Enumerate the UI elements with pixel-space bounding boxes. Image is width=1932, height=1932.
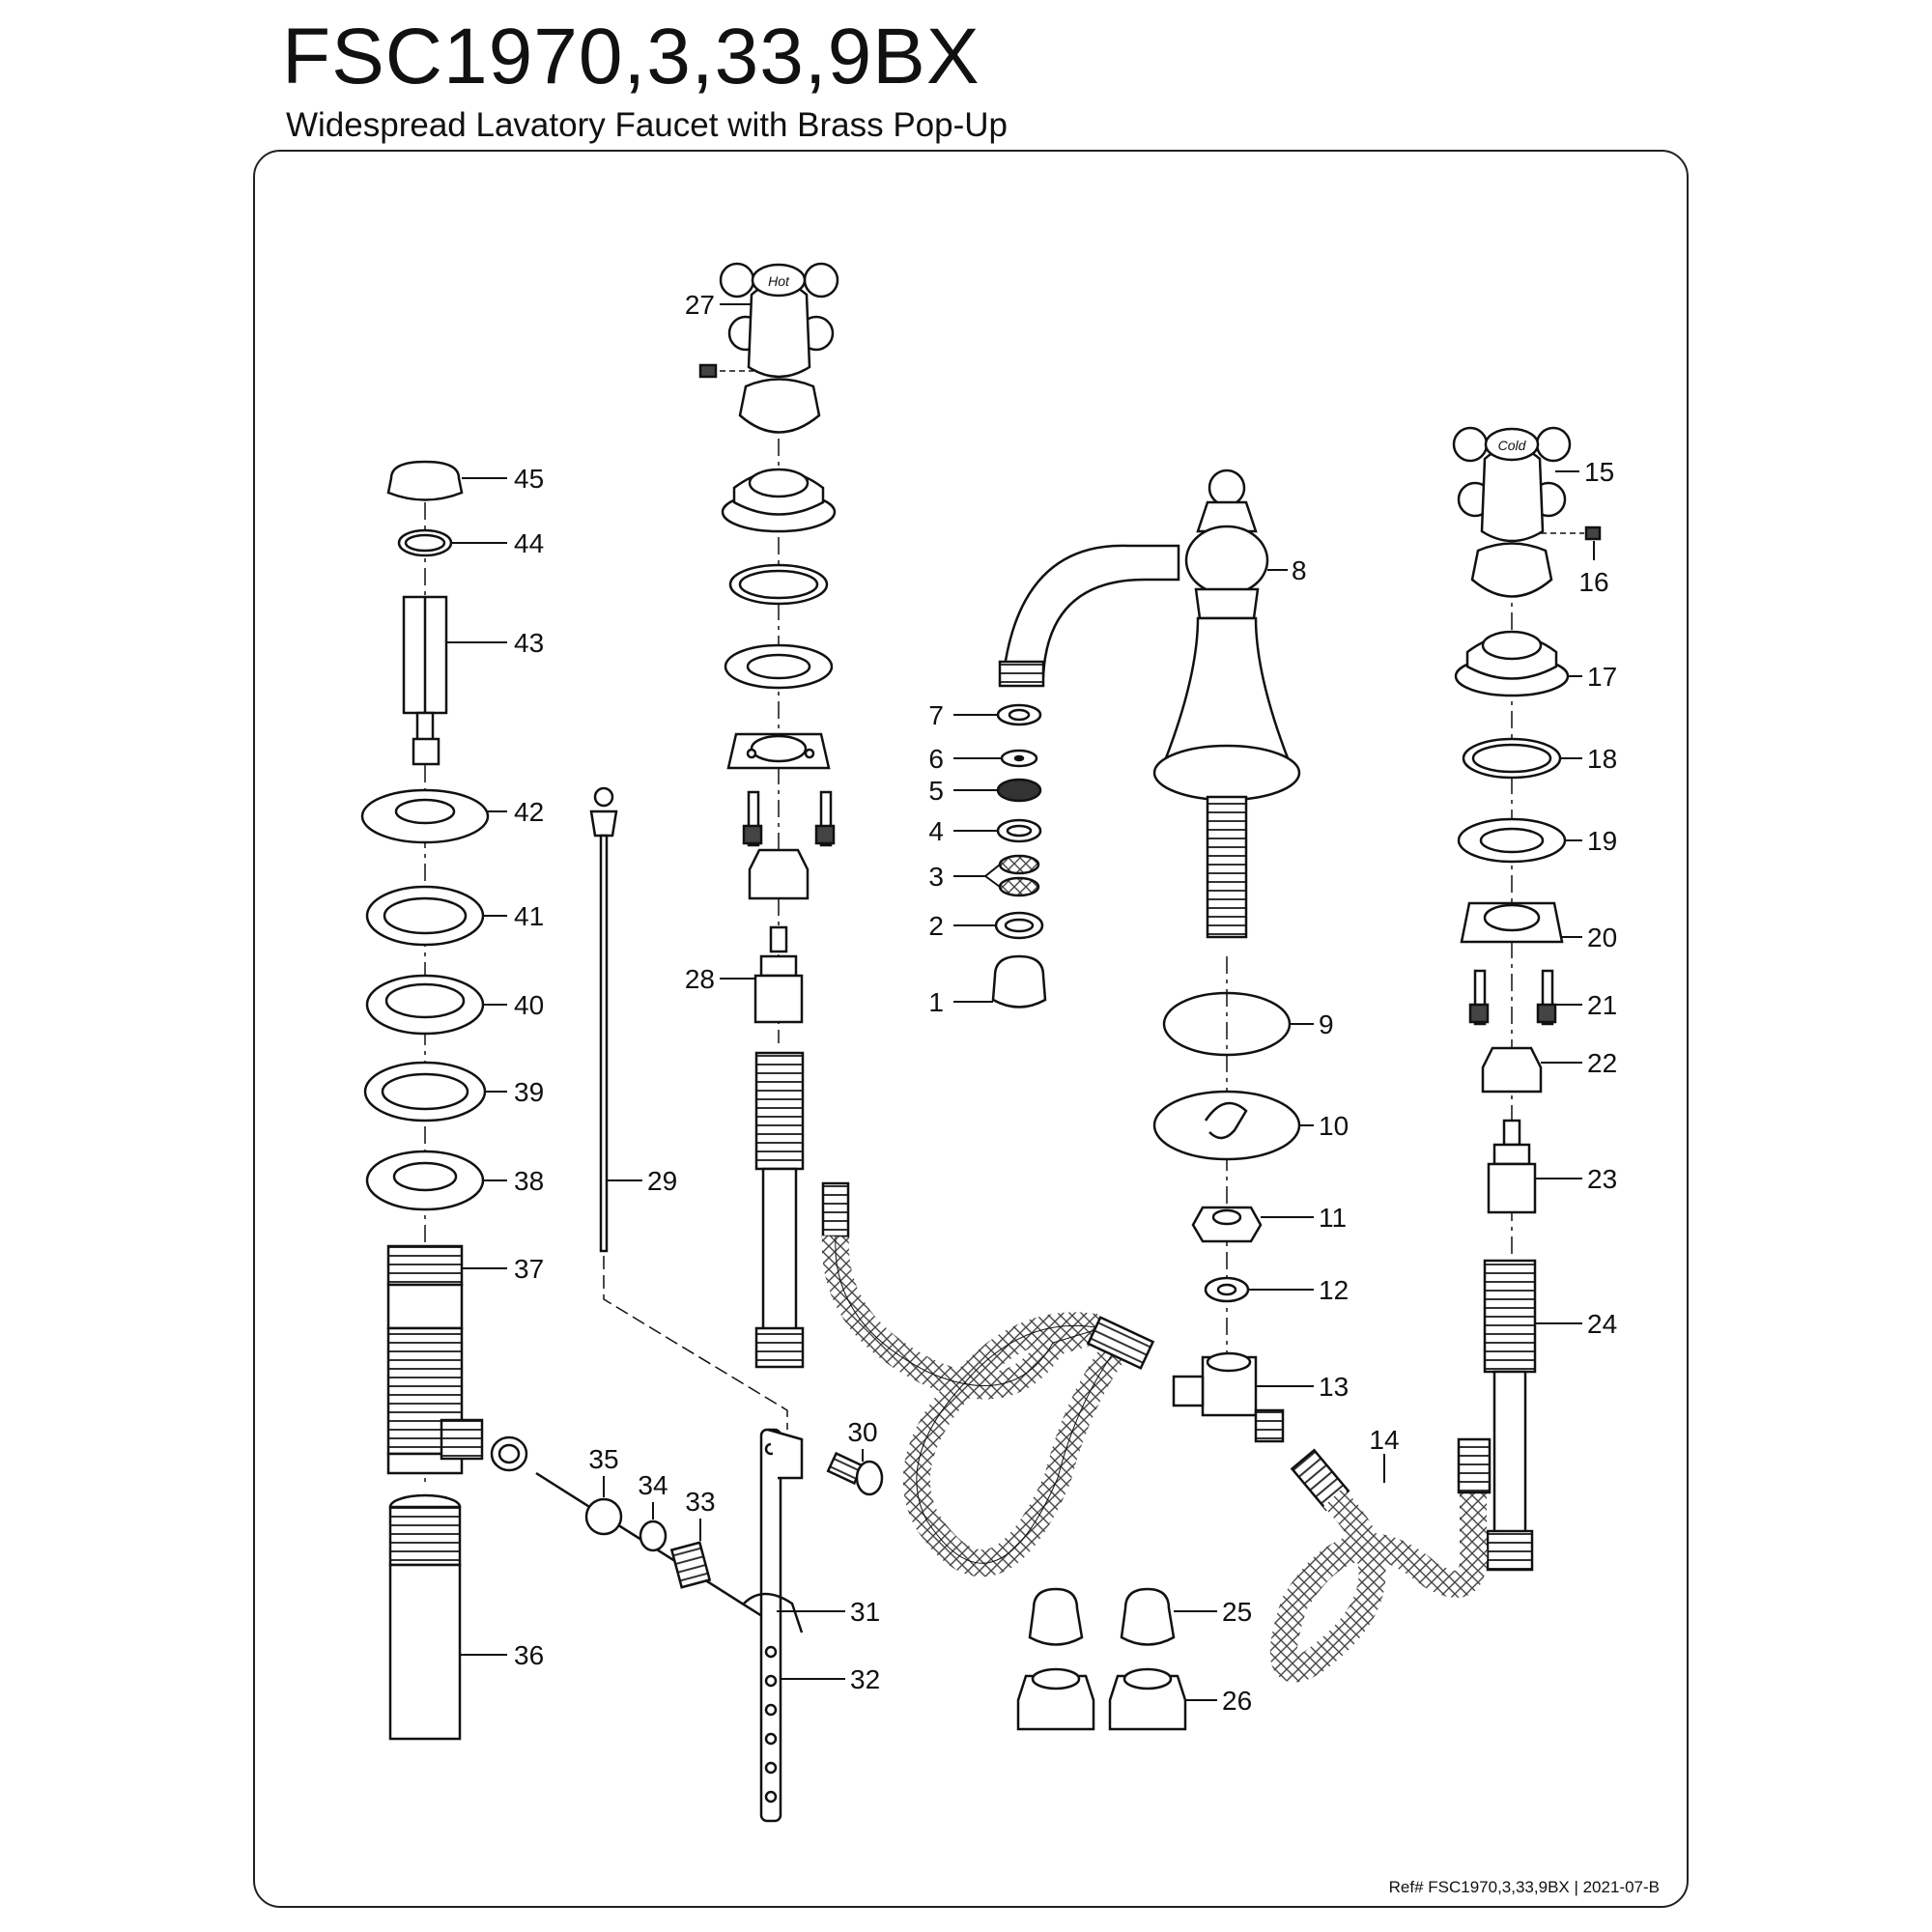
hot-handle-assembly: Hot [698,262,839,1369]
callout-8: 8 [1292,555,1307,585]
cold-handle-assembly: Cold [1452,426,1602,1572]
callout-29: 29 [647,1166,677,1196]
model-title: FSC1970,3,33,9BX [282,13,980,100]
callout-12: 12 [1319,1275,1349,1305]
callout-6: 6 [928,744,944,774]
callout-37: 37 [514,1254,544,1284]
cold-set-screw [1584,526,1602,541]
popup-drain-assembly [360,460,884,1823]
callout-20: 20 [1587,923,1617,952]
callout-5: 5 [928,776,944,806]
callout-39: 39 [514,1077,544,1107]
callout-33: 33 [685,1487,715,1517]
callout-13: 13 [1319,1372,1349,1402]
callout-18: 18 [1587,744,1617,774]
leader-lines [446,303,1595,1701]
callout-22: 22 [1587,1048,1617,1078]
hot-cap-text: Hot [768,273,790,289]
callout-28: 28 [685,964,715,994]
hot-set-screw [698,363,718,379]
callout-36: 36 [514,1640,544,1670]
callout-21: 21 [1587,990,1617,1020]
hot-cross-handle: Hot [719,262,839,434]
callout-30: 30 [847,1417,877,1447]
callout-7: 7 [928,700,944,730]
supply-hoses [821,1181,1492,1683]
callout-19: 19 [1587,826,1617,856]
callout-42: 42 [514,797,544,827]
cold-cap-text: Cold [1498,438,1527,453]
compression-fittings [1016,1587,1187,1731]
spout-assembly [991,469,1301,1443]
callout-4: 4 [928,816,944,846]
callout-16: 16 [1578,567,1608,597]
callout-32: 32 [850,1664,880,1694]
product-description: Widespread Lavatory Faucet with Brass Po… [286,106,1008,144]
callout-44: 44 [514,528,544,558]
callout-17: 17 [1587,662,1617,692]
callout-15: 15 [1584,457,1614,487]
callout-1: 1 [928,987,944,1017]
callout-43: 43 [514,628,544,658]
callout-35: 35 [588,1444,618,1474]
callout-41: 41 [514,901,544,931]
callout-25: 25 [1222,1597,1252,1627]
diagram-frame [253,150,1689,1908]
callout-14: 14 [1369,1425,1399,1455]
callout-2: 2 [928,911,944,941]
callout-31: 31 [850,1597,880,1627]
callout-38: 38 [514,1166,544,1196]
callout-23: 23 [1587,1164,1617,1194]
callout-11: 11 [1319,1203,1347,1233]
callout-3: 3 [928,862,944,892]
callout-27: 27 [685,290,715,320]
callout-numbers: 7 6 5 4 3 2 1 8 9 10 11 12 13 14 15 16 1… [514,290,1617,1716]
callout-26: 26 [1222,1686,1252,1716]
callout-24: 24 [1587,1309,1617,1339]
callout-40: 40 [514,990,544,1020]
callout-45: 45 [514,464,544,494]
callout-34: 34 [638,1470,668,1500]
callout-9: 9 [1319,1009,1334,1039]
callout-10: 10 [1319,1111,1349,1141]
reference-number: Ref# FSC1970,3,33,9BX | 2021-07-B [1388,1878,1660,1896]
